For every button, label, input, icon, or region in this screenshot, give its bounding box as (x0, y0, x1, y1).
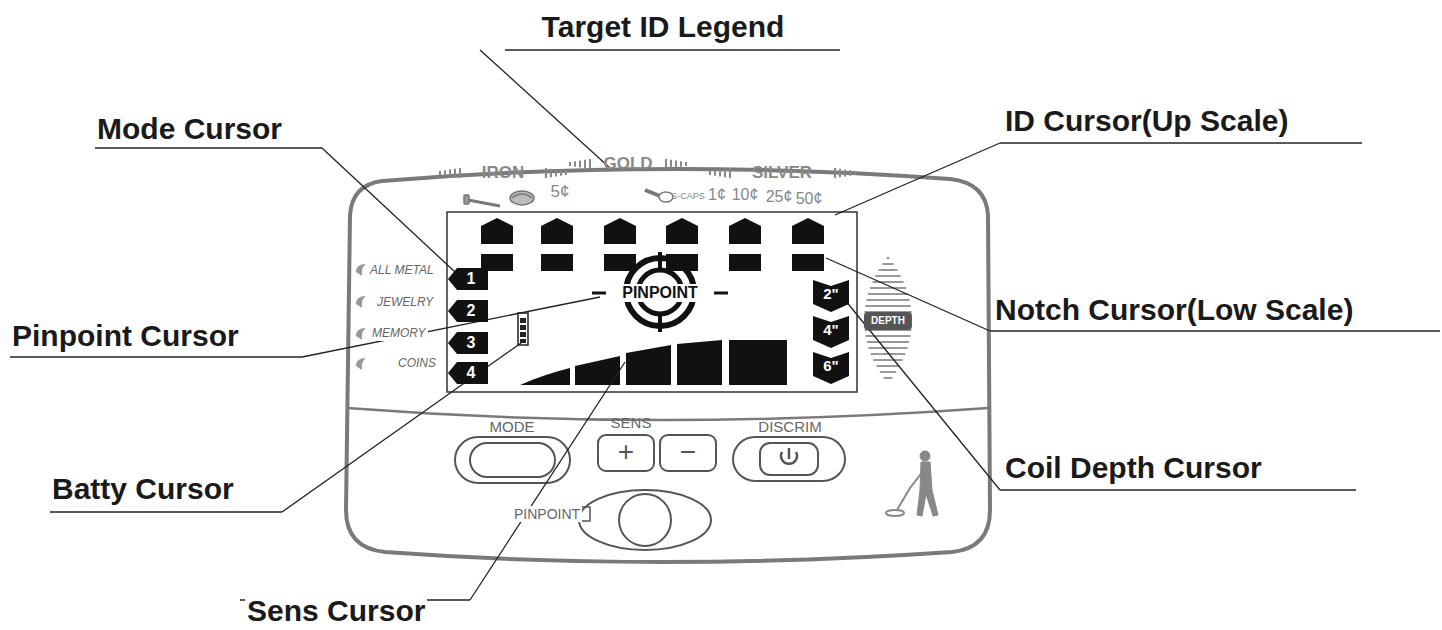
mode-name: COINS (398, 357, 436, 371)
mode-marks (356, 264, 366, 370)
button-symbol: − (680, 436, 696, 468)
depth-badge: DEPTH (864, 312, 912, 330)
depth-chevron: 4" (813, 316, 849, 348)
pinpoint-indicator: PINPOINT (620, 284, 700, 302)
callout-label: Target ID Legend (540, 10, 787, 45)
callout-label: ID Cursor(Up Scale) (1003, 104, 1290, 139)
mode-name: MEMORY (370, 327, 428, 341)
callout-label: Mode Cursor (95, 112, 284, 147)
marker-text: DEPTH (871, 316, 905, 326)
mode-marker: 1 (448, 268, 488, 290)
button-name: SENS (611, 414, 652, 431)
battery-icon (518, 313, 528, 345)
id-notch-cursors (481, 218, 824, 271)
button-name: DISCRIM (758, 418, 821, 435)
depth-chevron: 6" (813, 352, 849, 384)
marker-text: 2 (467, 303, 476, 319)
legend-value: 25¢ (766, 188, 793, 206)
detector-figure (886, 451, 938, 516)
marker-text: 4" (823, 322, 838, 337)
legend-value: 10¢ (732, 186, 759, 204)
leader-lines (10, 50, 1440, 600)
callout-label: Batty Cursor (50, 472, 236, 507)
legend-value: S-CAPS (671, 191, 705, 201)
marker-text: 2" (823, 286, 838, 301)
mode-name: ALL METAL (370, 264, 434, 278)
callout-label: Notch Cursor(Low Scale) (993, 293, 1355, 328)
callout-label: Sens Cursor (245, 594, 427, 629)
sens-bars (520, 340, 787, 385)
depth-chevron: 2" (813, 280, 849, 312)
legend-group: SILVER (752, 163, 812, 183)
lcd-window (447, 212, 857, 392)
marker-text: 4 (467, 365, 476, 381)
pinpoint-target (592, 252, 728, 332)
legend-group: GOLD (603, 154, 652, 174)
legend-value: 1¢ (708, 186, 726, 204)
mode-name: JEWELRY (377, 296, 433, 310)
marker-text: 1 (467, 271, 476, 287)
callout-label: Coil Depth Cursor (1003, 451, 1264, 486)
legend-group: IRON (482, 163, 525, 183)
callout-label: Pinpoint Cursor (10, 319, 241, 354)
legend-value: 5¢ (551, 182, 570, 202)
marker-text: 3 (467, 335, 476, 351)
legend-value: 50¢ (796, 190, 823, 208)
housing (346, 169, 990, 562)
mode-marker: 2 (448, 300, 488, 322)
button-name: PINPOINT (512, 506, 582, 522)
button-name: MODE (490, 418, 535, 435)
depth-stripes (864, 258, 912, 378)
button-symbol: + (618, 436, 634, 468)
marker-text: 6" (823, 358, 838, 373)
mode-marker: 4 (448, 362, 488, 384)
mode-marker: 3 (448, 332, 488, 354)
